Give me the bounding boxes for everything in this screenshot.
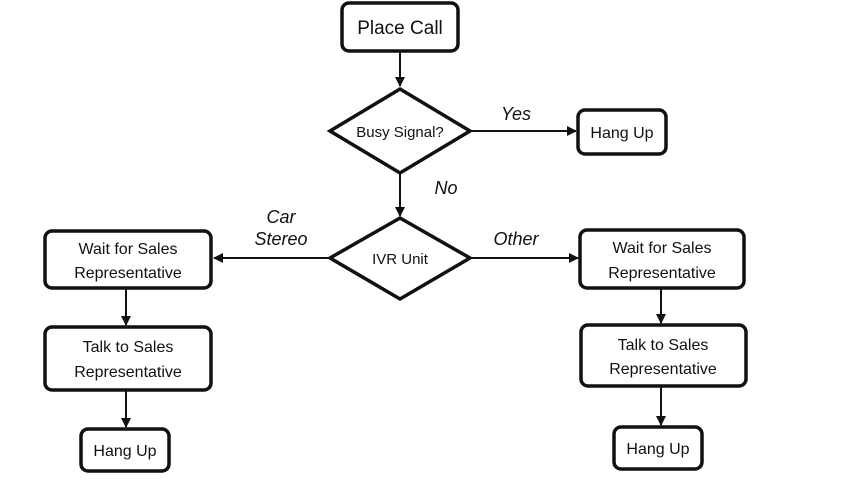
hang-up-right-label: Hang Up — [626, 441, 689, 458]
edge-label-car: Car — [266, 207, 296, 227]
ivr-unit-label: IVR Unit — [372, 251, 429, 268]
hang-up-right-node: Hang Up — [612, 425, 704, 471]
wait-right-line1: Wait for Sales — [613, 240, 712, 257]
wait-right-line2: Representative — [608, 265, 716, 282]
ivr-unit-decision: IVR Unit — [326, 215, 474, 302]
edge-label-yes: Yes — [501, 104, 531, 124]
edge-label-other: Other — [493, 229, 539, 249]
place-call-label: Place Call — [357, 18, 443, 39]
hang-up-top-label: Hang Up — [590, 125, 653, 142]
talk-right-node: Talk to Sales Representative — [579, 323, 748, 388]
connectors — [121, 52, 666, 428]
talk-left-node: Talk to Sales Representative — [43, 325, 213, 392]
hang-up-left-node: Hang Up — [79, 427, 171, 473]
place-call-node: Place Call — [340, 1, 460, 53]
busy-signal-label: Busy Signal? — [356, 124, 444, 141]
talk-left-line2: Representative — [74, 364, 182, 381]
wait-left-line2: Representative — [74, 265, 182, 282]
busy-signal-decision: Busy Signal? — [326, 86, 474, 176]
talk-right-line1: Talk to Sales — [618, 337, 709, 354]
hang-up-left-label: Hang Up — [93, 443, 156, 460]
wait-right-node: Wait for Sales Representative — [578, 228, 746, 290]
edge-label-no: No — [434, 178, 457, 198]
hang-up-top-node: Hang Up — [576, 108, 668, 156]
wait-left-line1: Wait for Sales — [79, 241, 178, 258]
talk-right-line2: Representative — [609, 361, 717, 378]
edge-label-stereo: Stereo — [254, 229, 307, 249]
talk-left-line1: Talk to Sales — [83, 339, 174, 356]
wait-left-node: Wait for Sales Representative — [43, 229, 213, 290]
